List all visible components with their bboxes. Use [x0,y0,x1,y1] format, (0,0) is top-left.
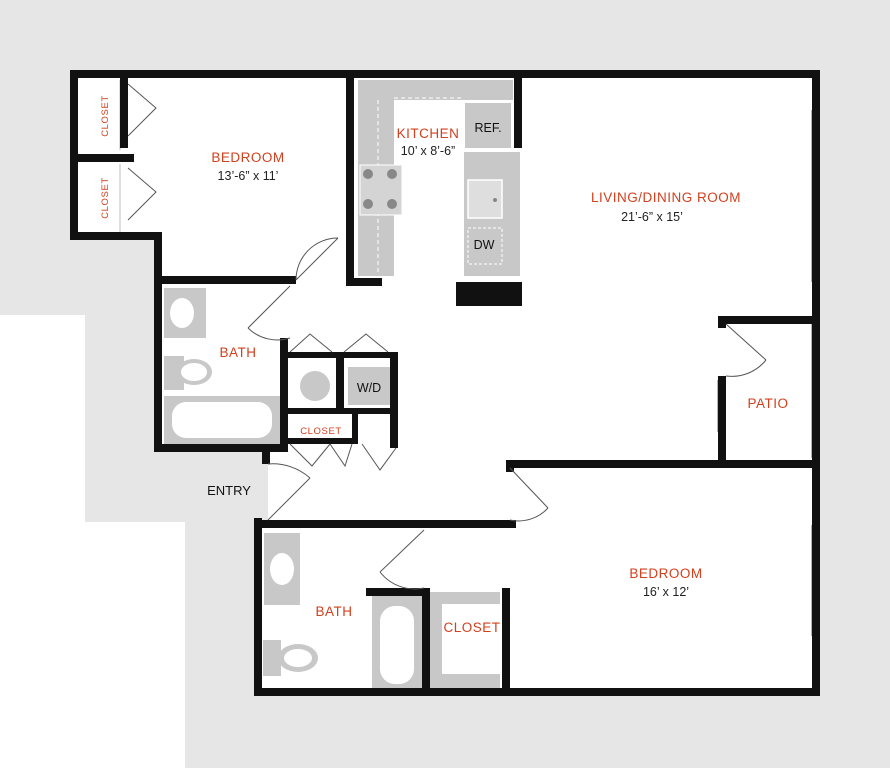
walls [70,70,820,696]
hall-closet-label: CLOSET [300,426,342,437]
kitchen-name: KITCHEN [396,126,460,141]
washer-dryer-label: W/D [356,381,382,395]
dishwasher [467,227,503,265]
bath-2-fixtures [263,533,422,690]
bedroom-2-name: BEDROOM [629,566,703,581]
bath-2-name: BATH [315,604,353,619]
sink-drain [493,198,497,202]
kitchen-dims: 10’ x 8’-6” [400,144,456,158]
bath-1-fixtures [164,288,280,444]
refrigerator-label: REF. [474,121,502,135]
closet-label-upper: CLOSET [100,95,111,137]
closet-main-name: CLOSET [443,620,501,635]
living-dining-dims: 21’-6” x 15’ [621,210,683,224]
bedroom-1-name: BEDROOM [211,150,285,165]
bedroom-2-dims: 16’ x 12’ [642,585,690,599]
door-swings [127,83,767,590]
patio-name: PATIO [747,396,789,411]
living-dining-name: LIVING/DINING ROOM [590,190,742,205]
utility-fixtures [300,367,390,405]
entry-label: ENTRY [207,483,251,498]
closet-shelving [428,592,500,688]
bath-1-name: BATH [219,345,257,360]
kitchen-sink [467,179,503,219]
dishwasher-label: DW [473,238,495,252]
bedroom-1-dims: 13’-6” x 11’ [217,169,279,183]
stove [359,164,403,216]
closet-label-lower: CLOSET [100,177,111,219]
